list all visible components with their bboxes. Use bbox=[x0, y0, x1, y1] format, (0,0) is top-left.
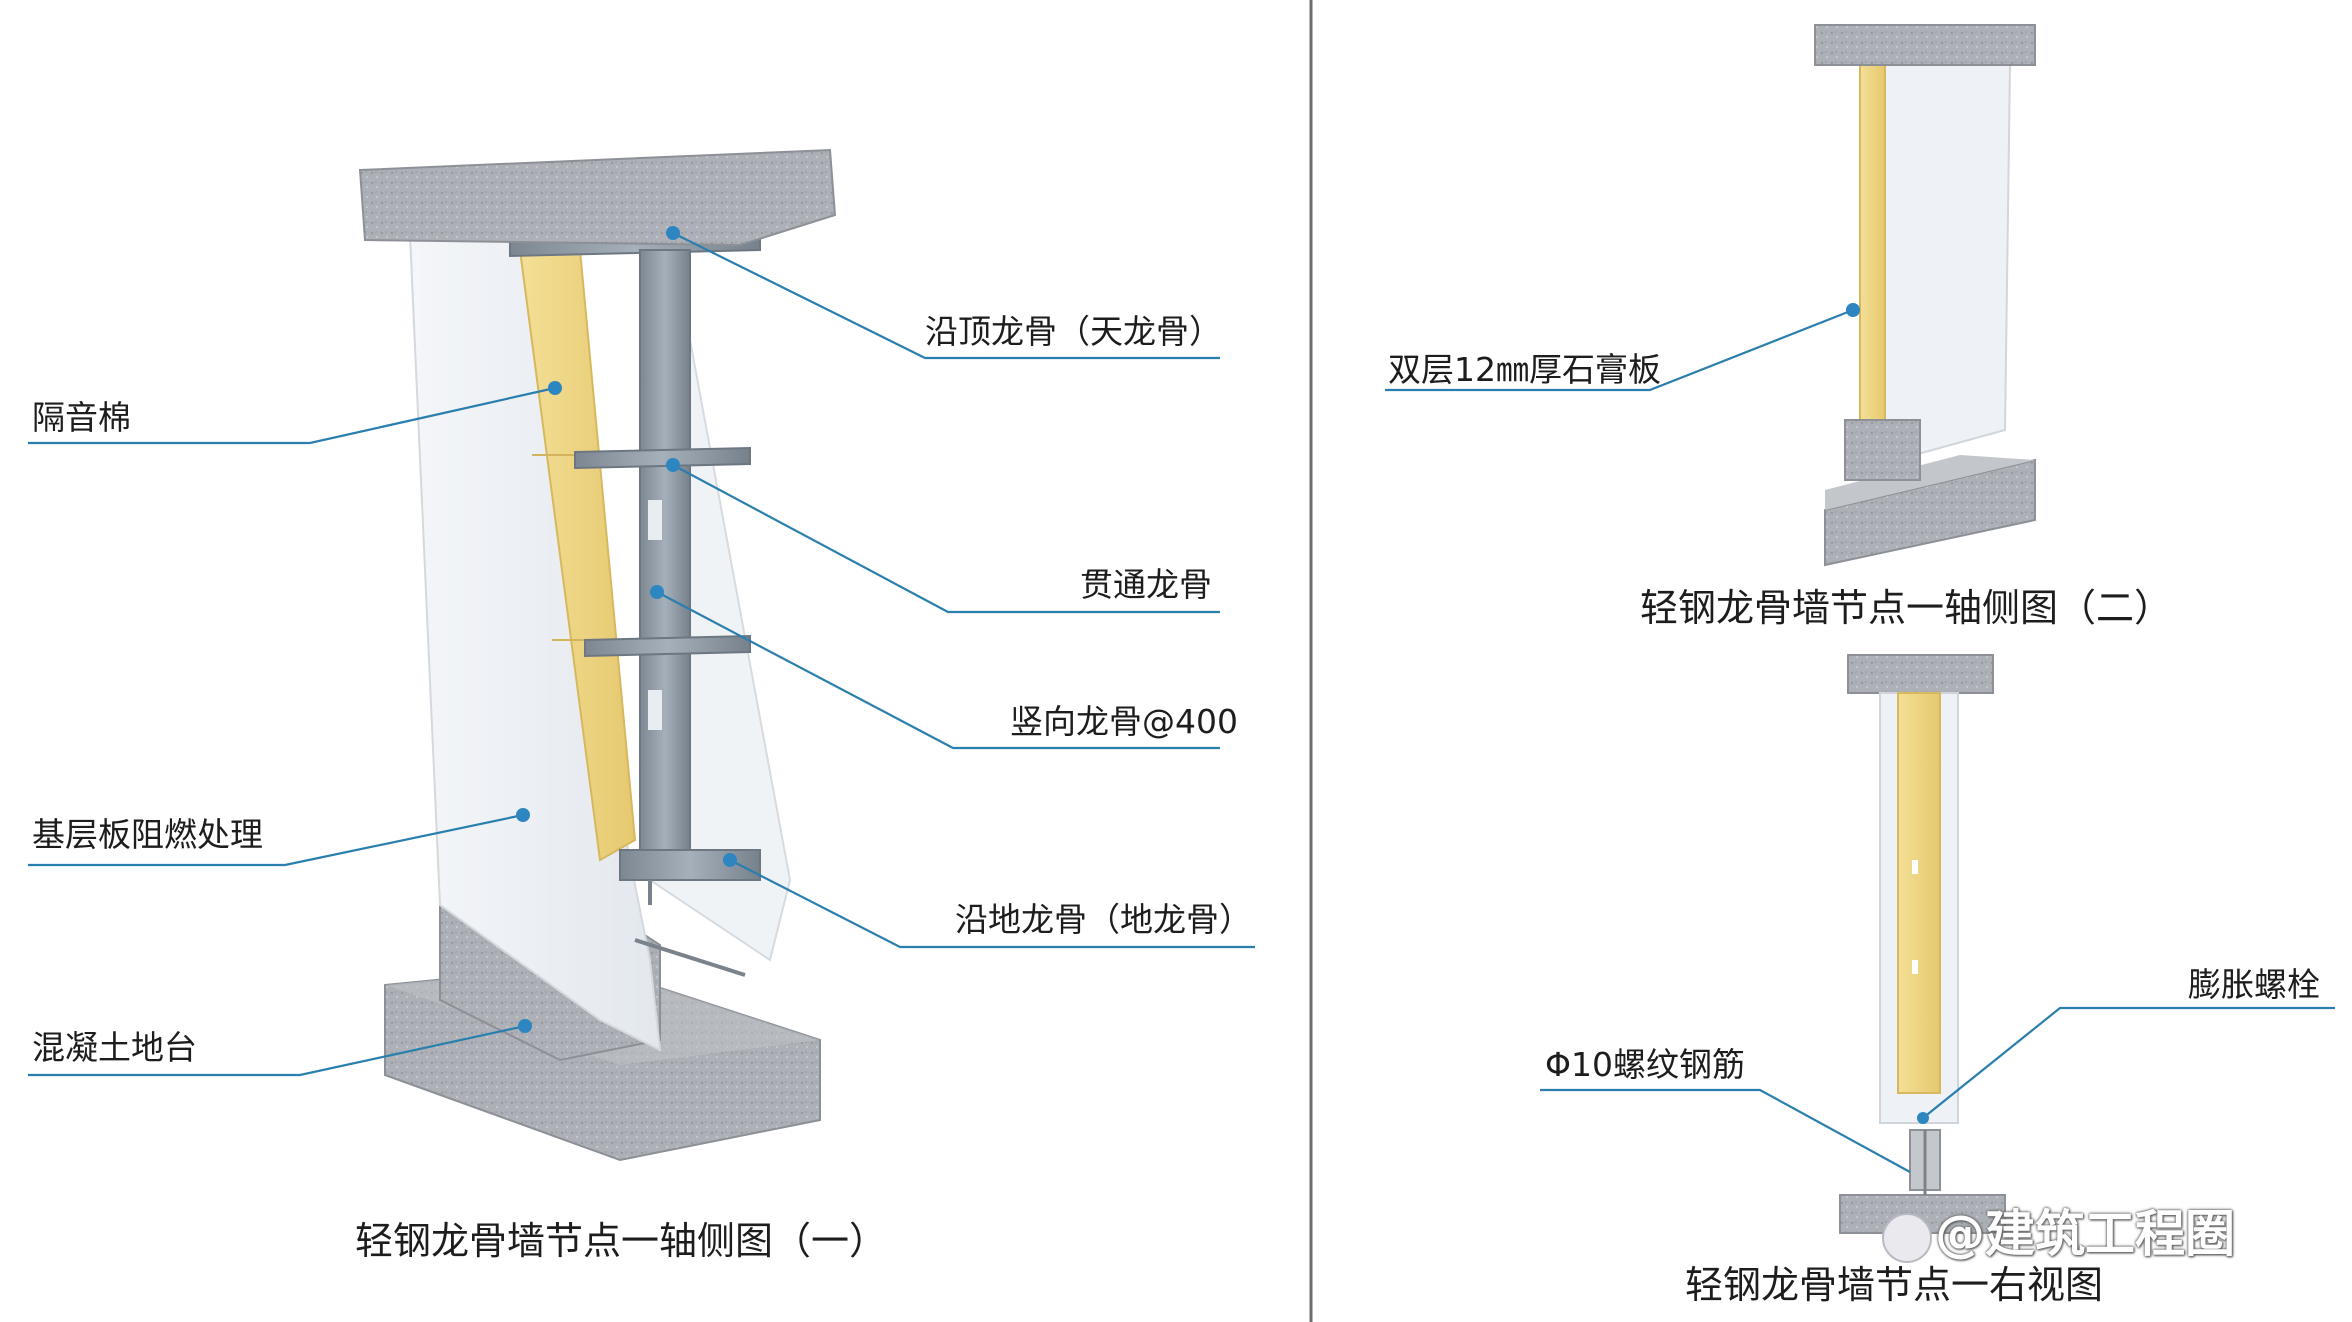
insulation-wool-2 bbox=[1859, 64, 1886, 432]
leader-concrete-base bbox=[28, 1024, 526, 1077]
label-through-stud: 贯通龙骨 bbox=[1080, 565, 1212, 604]
label-base-board: 基层板阻燃处理 bbox=[32, 815, 263, 854]
leader-base-board bbox=[28, 813, 524, 867]
axonometric-view-2 bbox=[1814, 24, 2036, 567]
label-top-track: 沿顶龙骨（天龙骨） bbox=[925, 312, 1222, 351]
top-concrete-slab-3 bbox=[1847, 654, 1994, 694]
label-double-gypsum: 双层12㎜厚石膏板 bbox=[1388, 350, 1661, 389]
right-side-view bbox=[1839, 654, 2006, 1234]
leader-lines bbox=[28, 232, 2335, 1173]
through-stud-upper bbox=[574, 446, 751, 470]
caption-axonometric-2: 轻钢龙骨墙节点一轴侧图（二） bbox=[1640, 586, 2173, 630]
caption-right-view: 轻钢龙骨墙节点一右视图 bbox=[1685, 1263, 2104, 1307]
leader-expansion-bolt bbox=[1922, 1006, 2335, 1119]
watermark-text: @建筑工程圈 bbox=[1935, 1205, 2235, 1263]
caption-axonometric-1: 轻钢龙骨墙节点一轴侧图（一） bbox=[355, 1219, 888, 1263]
leader-vertical-stud bbox=[656, 591, 1220, 750]
axonometric-view-1 bbox=[358, 148, 837, 1162]
concrete-base-3 bbox=[1839, 1194, 2006, 1234]
through-stud-lower bbox=[584, 634, 751, 658]
watermark-logo-icon bbox=[1882, 1213, 1932, 1263]
label-rebar: Φ10螺纹钢筋 bbox=[1545, 1045, 1745, 1084]
leader-dots bbox=[516, 226, 1929, 1124]
leader-rebar bbox=[1540, 1088, 1911, 1173]
leader-through-stud bbox=[672, 464, 1220, 614]
leader-top-track bbox=[672, 232, 1220, 360]
concrete-curb-2 bbox=[1844, 419, 1921, 481]
leader-double-gypsum bbox=[1385, 308, 1854, 392]
label-vertical-stud: 竖向龙骨@400 bbox=[1010, 702, 1238, 741]
label-concrete-base: 混凝土地台 bbox=[32, 1028, 197, 1067]
vertical-stud bbox=[639, 249, 691, 871]
label-insulation: 隔音棉 bbox=[32, 398, 131, 437]
insulation-wool-3 bbox=[1897, 692, 1941, 1094]
top-concrete-slab-2 bbox=[1814, 24, 2036, 66]
label-bottom-track: 沿地龙骨（地龙骨） bbox=[955, 900, 1252, 939]
label-expansion-bolt: 膨胀螺栓 bbox=[2188, 965, 2320, 1004]
anchor-rebar bbox=[634, 938, 746, 977]
leader-bottom-track bbox=[729, 859, 1255, 949]
leader-insulation bbox=[28, 386, 556, 445]
top-concrete-slab bbox=[358, 148, 837, 247]
